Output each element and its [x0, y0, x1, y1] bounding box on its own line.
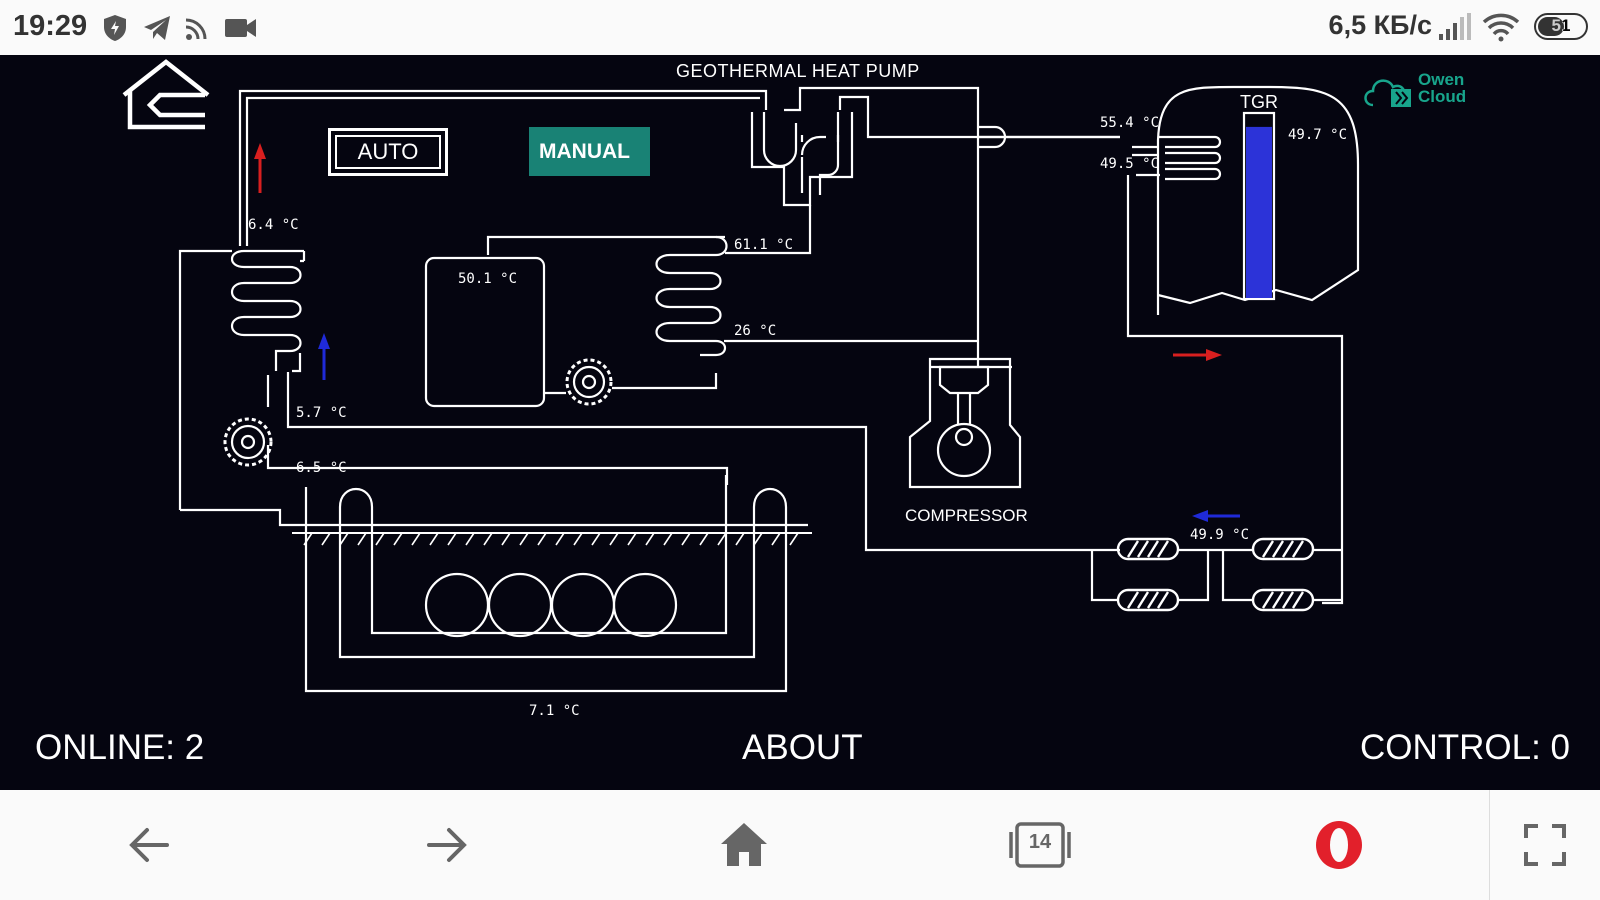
- arrow-right-icon: [427, 828, 467, 862]
- tabs-icon: [1009, 822, 1071, 868]
- home-button[interactable]: [709, 810, 779, 880]
- left-pump-gear: [223, 417, 273, 467]
- owen-cloud-logo: Owen Cloud: [1361, 71, 1481, 109]
- heat-pump-schematic: [122, 59, 1360, 693]
- status-time: 19:29: [13, 10, 88, 42]
- brand-line-2: Cloud: [1418, 87, 1467, 106]
- wifi-icon: [1482, 13, 1520, 42]
- back-button[interactable]: [115, 810, 185, 880]
- opera-logo-icon: [1316, 821, 1362, 869]
- compressor-label: COMPRESSOR: [905, 506, 1028, 525]
- temp-evaporator-out: 5.7 °C: [296, 405, 347, 421]
- status-bar: 19:29 6,5 КБ/с 51: [0, 0, 1600, 55]
- brand-name: Owen Cloud: [1418, 71, 1466, 105]
- flow-arrow-red-right: [1173, 349, 1222, 361]
- signal-icon: [1439, 13, 1471, 40]
- temp-ground-loop: 7.1 °C: [529, 703, 580, 719]
- battery-indicator: 51: [1534, 13, 1588, 40]
- tabs-count: 14: [1028, 831, 1052, 853]
- home-icon[interactable]: [122, 59, 210, 130]
- brand-line-1: Owen: [1418, 70, 1465, 89]
- fullscreen-icon: [1524, 824, 1566, 866]
- temp-tank-level: 49.7 °C: [1288, 127, 1348, 143]
- opera-menu-button[interactable]: [1304, 810, 1374, 880]
- flow-arrow-red-up: [254, 143, 266, 193]
- tank-label: TGR: [1240, 92, 1278, 112]
- arrow-left-icon: [129, 828, 169, 862]
- hmi-panel: GEOTHERMAL HEAT PUMP AUTO MANUAL Owen Cl…: [0, 55, 1600, 790]
- tank-level-fill: [1246, 126, 1272, 299]
- flow-arrow-blue-up: [318, 333, 330, 380]
- cloud-icon: [1364, 79, 1411, 107]
- tabs-button[interactable]: 14: [1005, 810, 1075, 880]
- nav-divider: [1489, 790, 1490, 900]
- video-camera-icon: [225, 19, 256, 37]
- diagram-title: GEOTHERMAL HEAT PUMP: [676, 61, 920, 81]
- about-link[interactable]: ABOUT: [742, 728, 863, 767]
- center-pump-gear: [565, 358, 613, 406]
- manual-mode-button[interactable]: MANUAL: [529, 127, 650, 176]
- temp-condenser-in: 61.1 °C: [734, 237, 794, 253]
- temp-ground-supply: 6.4 °C: [248, 217, 299, 233]
- telegram-icon: [144, 16, 170, 40]
- battery-level: 51: [1551, 16, 1571, 35]
- control-count: CONTROL: 0: [1359, 728, 1570, 767]
- auto-mode-button[interactable]: AUTO: [328, 128, 448, 176]
- temp-condenser-out: 26 °C: [734, 323, 777, 339]
- temp-buffer-tank: 50.1 °C: [458, 271, 518, 287]
- fullscreen-button[interactable]: [1510, 810, 1580, 880]
- temp-tank-supply: 55.4 °C: [1100, 115, 1160, 131]
- temp-heating-return: 49.9 °C: [1190, 527, 1250, 543]
- shield-icon: [104, 15, 126, 41]
- temp-ground-return: 6.5 °C: [296, 460, 347, 476]
- browser-nav-bar: 14: [0, 790, 1600, 900]
- online-count: ONLINE: 2: [35, 728, 205, 767]
- home-icon: [721, 823, 767, 866]
- temp-tank-return: 49.5 °C: [1100, 156, 1160, 172]
- forward-button[interactable]: [411, 810, 481, 880]
- flow-arrow-blue-left: [1192, 510, 1240, 522]
- rss-icon: [185, 18, 207, 40]
- network-speed: 6,5 КБ/с: [1328, 10, 1432, 40]
